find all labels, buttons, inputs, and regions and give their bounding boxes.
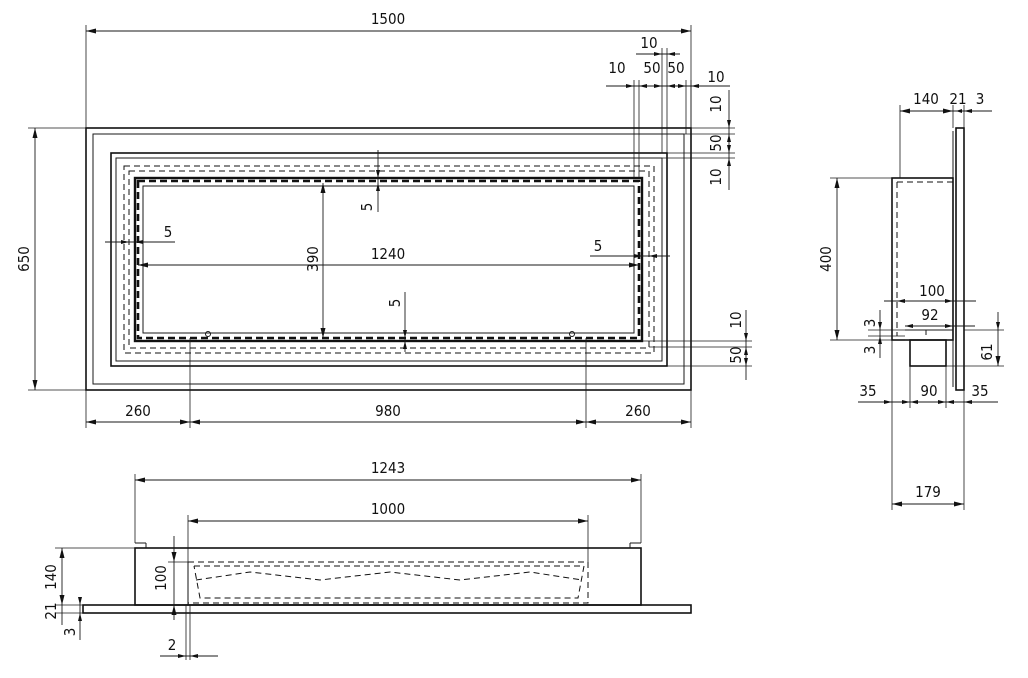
dim-top-10c: 10 <box>707 68 724 86</box>
dim-top-2: 2 <box>168 636 177 654</box>
dim-260-right: 260 <box>625 402 651 420</box>
front-box-inner-line <box>115 157 663 362</box>
dim-gap-right: 5 <box>594 237 603 255</box>
dim-260-left: 260 <box>125 402 151 420</box>
dim-side-179: 179 <box>915 483 941 501</box>
dim-side-3a: 3 <box>861 319 879 328</box>
dim-top-50a: 50 <box>643 59 660 77</box>
dim-1240: 1240 <box>371 245 405 263</box>
dim-top-100: 100 <box>152 565 170 591</box>
dim-1243: 1243 <box>371 459 405 477</box>
dim-right-50b: 50 <box>727 346 745 363</box>
dim-side-140: 140 <box>913 90 939 108</box>
front-dimensions: 1500 650 10 10 50 50 10 <box>15 10 752 428</box>
dim-side-61: 61 <box>978 343 996 360</box>
dim-gap-left: 5 <box>164 223 173 241</box>
front-box <box>110 152 668 367</box>
dim-side-100: 100 <box>919 282 945 300</box>
front-view <box>85 127 692 391</box>
dim-top-50b: 50 <box>667 59 684 77</box>
dim-top-10a: 10 <box>640 34 657 52</box>
dim-1000: 1000 <box>371 500 405 518</box>
front-opening-inner <box>142 185 635 334</box>
dim-top-21: 21 <box>42 602 60 619</box>
front-opening <box>133 176 644 343</box>
dim-right-10b: 10 <box>707 168 725 185</box>
side-dimensions: 140 21 3 400 100 92 3 3 61 <box>817 90 1004 510</box>
dim-side-400: 400 <box>817 246 835 272</box>
dim-side-3b: 3 <box>861 346 879 355</box>
dim-side-3: 3 <box>976 90 985 108</box>
front-opening-burner <box>136 179 641 340</box>
front-marker-right <box>569 331 575 337</box>
top-box <box>134 547 642 606</box>
top-burner-tray <box>187 561 589 604</box>
dim-right-10a: 10 <box>707 95 725 112</box>
dim-side-21: 21 <box>949 90 966 108</box>
front-hidden-outline-2 <box>128 170 650 349</box>
dim-gap-bottom: 5 <box>386 299 404 308</box>
top-dimensions: 1243 1000 140 100 21 3 <box>42 459 642 660</box>
front-outer-frame-inner-line <box>92 133 685 385</box>
front-outer-frame <box>85 127 692 391</box>
dim-top-10b: 10 <box>608 59 625 77</box>
dim-top-3: 3 <box>61 628 79 637</box>
dim-right-10c: 10 <box>727 311 745 328</box>
front-hidden-outline <box>123 165 655 354</box>
dim-980: 980 <box>375 402 401 420</box>
dim-650: 650 <box>15 246 33 272</box>
dim-right-50a: 50 <box>707 134 725 151</box>
side-view <box>891 127 965 391</box>
side-front-plate <box>955 127 965 391</box>
dim-top-140: 140 <box>42 564 60 590</box>
front-marker-left <box>205 331 211 337</box>
dim-side-90: 90 <box>920 382 937 400</box>
dim-side-92: 92 <box>921 306 938 324</box>
side-burner-tray <box>909 339 947 367</box>
dim-1500: 1500 <box>371 10 405 28</box>
dim-gap-top: 5 <box>358 203 376 212</box>
dim-side-35a: 35 <box>859 382 876 400</box>
dim-390: 390 <box>304 246 322 272</box>
dim-side-35b: 35 <box>971 382 988 400</box>
top-view <box>82 542 692 614</box>
